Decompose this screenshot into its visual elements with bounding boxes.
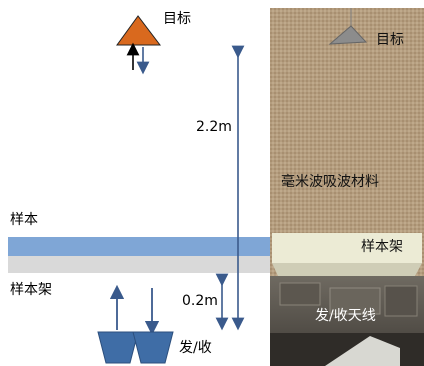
photo-antenna-label: 发/收天线 bbox=[315, 308, 376, 324]
antenna-horn-left bbox=[97, 331, 139, 364]
photo-sample-holder bbox=[272, 233, 422, 263]
target-triangle bbox=[116, 15, 162, 46]
sample-band bbox=[8, 237, 270, 256]
sample-holder-band bbox=[8, 256, 270, 273]
target-label: 目标 bbox=[163, 11, 191, 27]
sample-label: 样本 bbox=[10, 212, 38, 228]
tx-rx-label: 发/收 bbox=[179, 340, 212, 356]
antenna-horn-right bbox=[132, 331, 174, 364]
distance-short-label: 0.2m bbox=[182, 293, 218, 309]
photo-target-label: 目标 bbox=[376, 32, 404, 48]
photo-absorber-label: 毫米波吸波材料 bbox=[281, 174, 379, 190]
photo-panel bbox=[270, 8, 424, 366]
photo-image bbox=[270, 8, 424, 366]
setup-diagram bbox=[8, 15, 270, 364]
sample-holder-label: 样本架 bbox=[10, 282, 52, 298]
photo-sample-holder-label: 样本架 bbox=[361, 239, 403, 255]
photo-target bbox=[328, 25, 368, 45]
distance-total-label: 2.2m bbox=[196, 119, 232, 135]
